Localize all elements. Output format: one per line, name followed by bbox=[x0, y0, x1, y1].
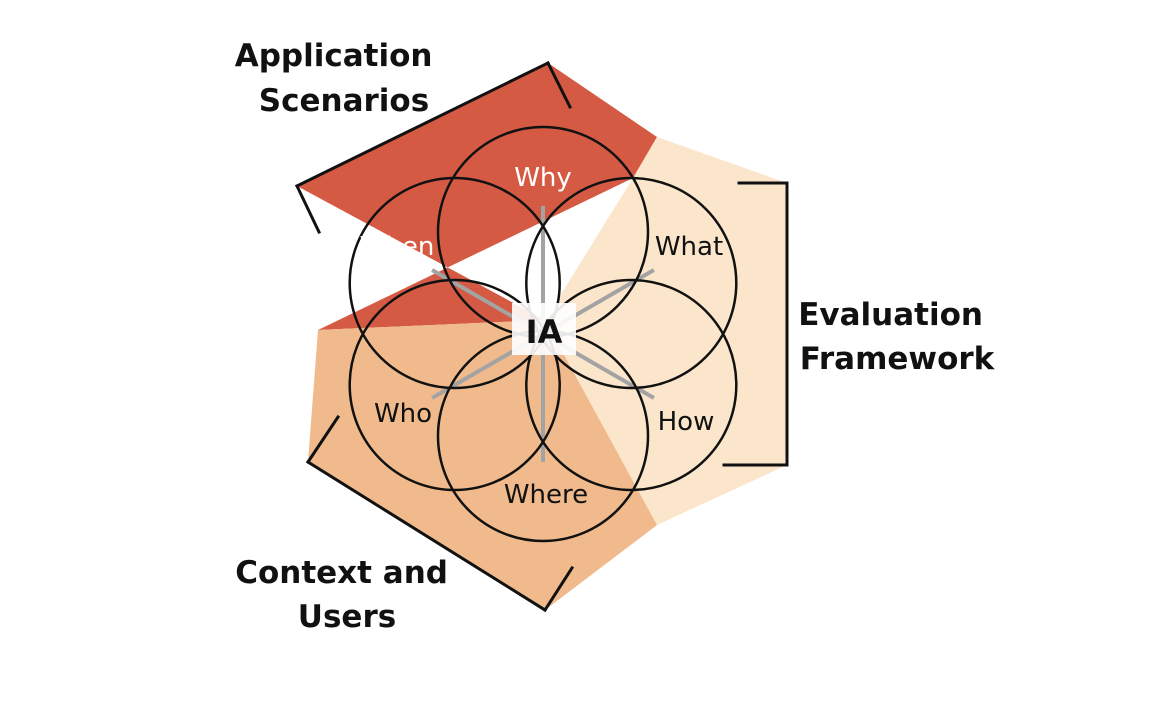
petal-label-where: Where bbox=[504, 480, 588, 510]
evaluation-bracket bbox=[722, 181, 789, 467]
petal-label-who: Who bbox=[374, 399, 432, 429]
context-users-label: Context and Users bbox=[235, 555, 459, 635]
evaluation-framework-line1: Evaluation bbox=[798, 297, 983, 333]
context-users-line1: Context and bbox=[235, 555, 448, 591]
petal-circle-what bbox=[525, 176, 738, 390]
application-bracket bbox=[294, 60, 573, 235]
context-users-line2: Users bbox=[298, 599, 396, 635]
application-scenarios-line1: Application bbox=[235, 38, 433, 74]
petal-label-what: What bbox=[655, 232, 723, 262]
evaluation-framework-label: Evaluation Framework bbox=[798, 297, 995, 377]
petal-label-when: When bbox=[360, 232, 435, 262]
petal-circle-how bbox=[525, 278, 738, 492]
petal-circle-who bbox=[348, 278, 561, 492]
application-scenarios-label: Application Scenarios bbox=[235, 38, 444, 119]
petal-label-how: How bbox=[658, 407, 715, 437]
petal-label-why: Why bbox=[514, 163, 572, 193]
center-box bbox=[512, 303, 576, 355]
context-bracket bbox=[305, 414, 575, 613]
petal-circle-when bbox=[348, 176, 561, 390]
center-label: IA bbox=[526, 313, 563, 351]
evaluation-framework-line2: Framework bbox=[800, 341, 996, 377]
application-scenarios-line2: Scenarios bbox=[259, 83, 429, 119]
